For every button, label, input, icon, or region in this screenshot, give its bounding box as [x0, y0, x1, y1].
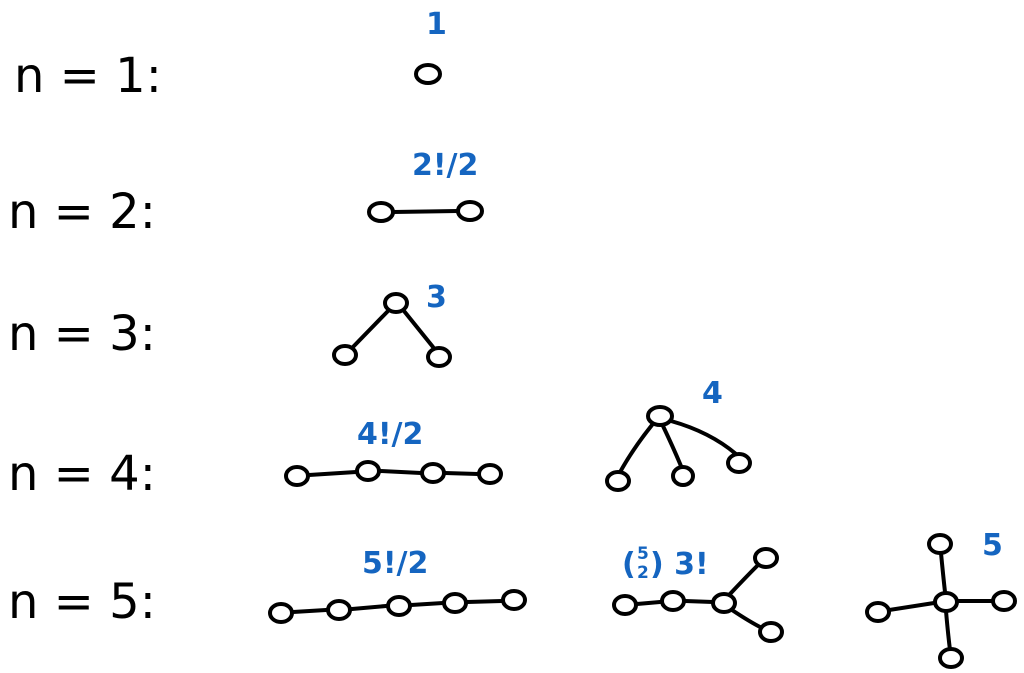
- count-label-n2: 2!/2: [412, 148, 478, 183]
- tree-node: [646, 405, 674, 427]
- tree-node: [420, 462, 446, 484]
- count-label-n4-path: 4!/2: [357, 417, 423, 452]
- binomial-bottom: 2: [637, 563, 649, 583]
- tree-edge: [683, 599, 715, 604]
- row-label-n5: n = 5:: [8, 574, 156, 630]
- tree-node: [726, 452, 752, 474]
- tree-node: [355, 460, 381, 482]
- tree-edge: [350, 604, 388, 611]
- tree-edge: [944, 609, 952, 652]
- tree-edge: [635, 600, 662, 606]
- tree-node: [711, 592, 737, 614]
- row-label-n1: n = 1:: [14, 48, 162, 104]
- row-label-n4: n = 4:: [8, 446, 156, 502]
- tree-edge: [402, 309, 435, 349]
- tree-node: [991, 590, 1017, 612]
- tree-n4-path: [284, 460, 503, 487]
- count-label-n4-star: 4: [702, 376, 723, 411]
- count-label-n5-path: 5!/2: [362, 546, 428, 581]
- tree-n2-path: [367, 200, 484, 223]
- tree-node: [332, 344, 358, 366]
- tree-node: [938, 647, 964, 669]
- tree-edge: [307, 470, 358, 477]
- tree-edge: [661, 424, 683, 468]
- tree-edge: [465, 599, 504, 604]
- tree-edge: [730, 608, 764, 630]
- tree-node: [501, 589, 527, 611]
- tree-n5-fork: [612, 547, 784, 643]
- tree-edge: [291, 608, 328, 614]
- tree-edge: [669, 419, 738, 456]
- tree-edge: [391, 209, 460, 214]
- tree-node: [268, 602, 294, 624]
- tree-node: [326, 599, 352, 621]
- tree-n3-path: [332, 292, 452, 368]
- count-label-n1: 1: [426, 7, 447, 42]
- row-label-n3: n = 3:: [8, 306, 156, 362]
- tree-node: [284, 465, 310, 487]
- tree-node: [442, 592, 468, 614]
- count-label-n5-star: 5: [982, 528, 1003, 563]
- tree-node: [671, 465, 695, 487]
- tree-node: [456, 200, 484, 222]
- tree-edge: [409, 601, 445, 607]
- count-label-n3: 3: [426, 280, 447, 315]
- tree-edge: [378, 469, 423, 475]
- tree-edge: [443, 471, 480, 476]
- tree-n5-path: [268, 589, 527, 624]
- tree-n5-star: [865, 533, 1017, 669]
- tree-node: [367, 201, 395, 223]
- binomial-top: 5: [637, 544, 649, 564]
- tree-n4-star: [605, 405, 752, 492]
- tree-node: [383, 292, 409, 314]
- tree-node: [414, 63, 442, 85]
- tree-node: [426, 346, 452, 368]
- tree-node: [933, 591, 959, 613]
- tree-edge: [617, 423, 654, 476]
- count-label-n5-fork: ( 5 2 ) 3!: [622, 544, 709, 583]
- binomial-open-paren: (: [622, 547, 636, 582]
- tree-edge: [728, 563, 760, 596]
- row-label-n2: n = 2:: [8, 184, 156, 240]
- tree-node: [753, 547, 779, 569]
- tree-node: [605, 470, 631, 492]
- tree-edge: [939, 551, 947, 594]
- tree-edge: [887, 601, 936, 612]
- tree-node: [758, 621, 784, 643]
- tree-n1-single-node: [414, 63, 442, 85]
- tree-node: [477, 463, 503, 485]
- tree-node: [660, 590, 686, 612]
- tree-node: [927, 533, 953, 555]
- binomial-close-and-factorial: ) 3!: [650, 547, 709, 582]
- tree-edge: [350, 309, 390, 350]
- tree-node: [612, 594, 638, 616]
- tree-node: [386, 595, 412, 617]
- tree-node: [865, 601, 891, 623]
